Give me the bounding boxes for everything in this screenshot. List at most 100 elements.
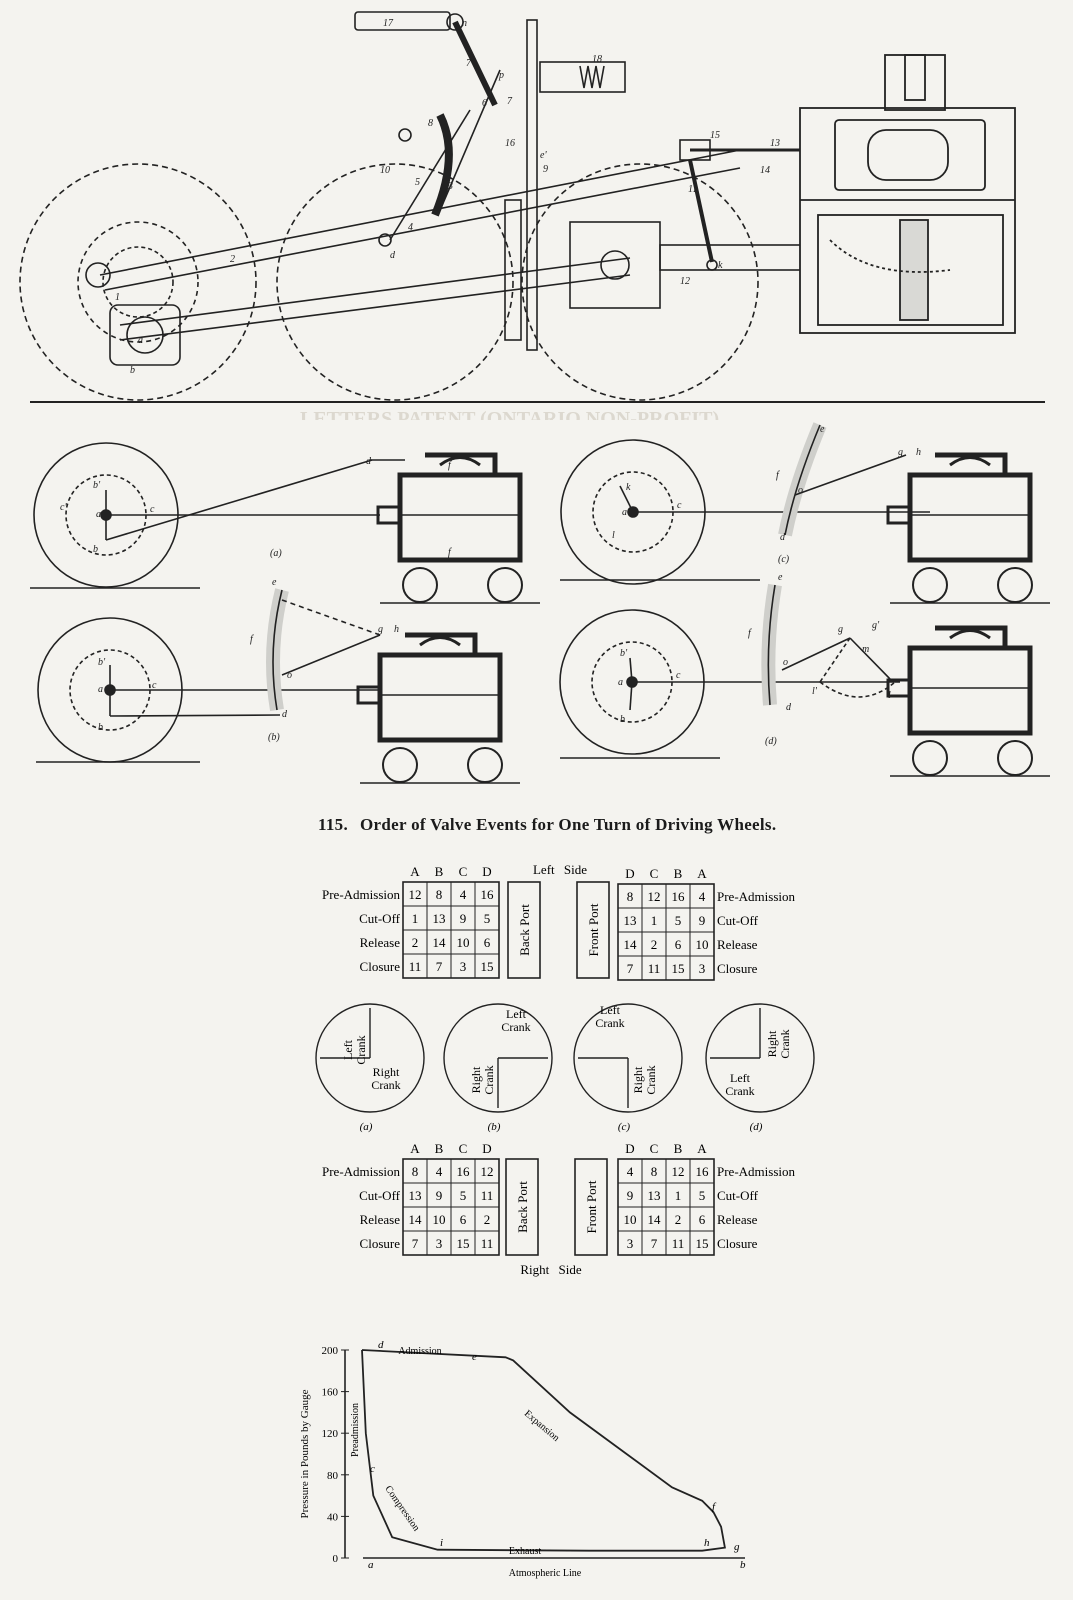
table-cell: 13 xyxy=(624,913,637,928)
row-label: Pre-Admission xyxy=(322,887,401,902)
column-header: A xyxy=(697,1141,707,1156)
back-port-label: Back Port xyxy=(515,1181,530,1233)
svg-text:e: e xyxy=(272,577,277,588)
svg-text:c: c xyxy=(152,680,157,691)
y-axis-label: Pressure in Pounds by Gauge xyxy=(299,1389,311,1518)
table-cell: 13 xyxy=(433,911,446,926)
left-crank-label: Crank xyxy=(354,1035,368,1064)
table-cell: 1 xyxy=(651,913,658,928)
column-header: C xyxy=(650,1141,659,1156)
curve-point-label: c xyxy=(370,1463,375,1475)
table-cell: 8 xyxy=(412,1164,419,1179)
svg-text:p: p xyxy=(498,70,504,81)
curve-point-label: g xyxy=(734,1541,740,1553)
table-cell: 12 xyxy=(672,1164,685,1179)
table-cell: 6 xyxy=(675,937,682,952)
column-header: B xyxy=(435,1141,444,1156)
table-cell: 5 xyxy=(484,911,491,926)
svg-text:16: 16 xyxy=(505,138,515,149)
row-label: Closure xyxy=(360,1236,401,1251)
table-cell: 3 xyxy=(460,959,467,974)
svg-text:h: h xyxy=(916,447,921,458)
table-cell: 2 xyxy=(484,1212,491,1227)
right-crank-label: Right xyxy=(631,1066,645,1093)
svg-text:l: l xyxy=(888,690,891,701)
table-cell: 15 xyxy=(696,1236,709,1251)
left-crank-label: Crank xyxy=(725,1084,754,1098)
svg-text:b': b' xyxy=(93,480,101,491)
table-cell: 10 xyxy=(457,935,470,950)
right-crank-label: Crank xyxy=(482,1065,496,1094)
left-crank-label: Crank xyxy=(501,1020,530,1034)
back-port-label: Back Port xyxy=(517,904,532,956)
svg-text:d: d xyxy=(390,250,396,261)
table-cell: 14 xyxy=(433,935,447,950)
table-cell: 3 xyxy=(699,961,706,976)
svg-text:c: c xyxy=(150,504,155,515)
table-cell: 10 xyxy=(696,937,709,952)
svg-text:b: b xyxy=(98,722,103,733)
valve-gear-drawing: 17 n 7 p 18 6 7 8 16 e' 15 13 10 5 9 14 … xyxy=(19,11,1045,420)
row-label: Cut-Off xyxy=(717,1188,759,1203)
y-tick-label: 120 xyxy=(322,1428,339,1440)
table-cell: 4 xyxy=(699,889,706,904)
table-cell: 16 xyxy=(481,887,495,902)
table-cell: 9 xyxy=(460,911,467,926)
svg-text:e: e xyxy=(820,424,825,435)
crank-caption: (b) xyxy=(488,1121,501,1133)
table-cell: 13 xyxy=(409,1188,422,1203)
section-number: 115. xyxy=(318,815,349,834)
column-header: D xyxy=(482,864,491,879)
svg-text:l': l' xyxy=(812,686,818,697)
svg-text:7: 7 xyxy=(466,58,472,69)
right-crank-label: Crank xyxy=(778,1029,792,1058)
svg-text:d: d xyxy=(780,532,786,543)
svg-text:o: o xyxy=(798,485,803,496)
left-crank-label: Left xyxy=(730,1071,751,1085)
svg-text:n: n xyxy=(462,18,467,29)
table-cell: 9 xyxy=(699,913,706,928)
svg-text:f: f xyxy=(448,460,452,471)
svg-text:2: 2 xyxy=(230,254,235,265)
caption-b: (b) xyxy=(268,732,280,743)
table-cell: 6 xyxy=(484,935,491,950)
crank-circle xyxy=(443,1003,553,1113)
diagram-b: ab'b cef odg h (b) xyxy=(36,577,520,783)
row-label: Release xyxy=(360,935,401,950)
svg-text:h: h xyxy=(394,624,399,635)
svg-text:14: 14 xyxy=(760,165,770,176)
curve-point-label: a xyxy=(368,1559,374,1571)
caption-a: (a) xyxy=(270,548,282,559)
table-cell: 16 xyxy=(457,1164,471,1179)
table-cell: 15 xyxy=(672,961,685,976)
column-header: B xyxy=(674,1141,683,1156)
row-label: Release xyxy=(717,1212,758,1227)
svg-text:9: 9 xyxy=(543,164,548,175)
table-cell: 14 xyxy=(409,1212,423,1227)
table-cell: 8 xyxy=(436,887,443,902)
front-port-label-box xyxy=(574,1158,608,1256)
svg-text:o: o xyxy=(783,657,788,668)
svg-text:d: d xyxy=(786,702,792,713)
table-cell: 16 xyxy=(696,1164,710,1179)
table-cell: 14 xyxy=(648,1212,662,1227)
table-cell: 7 xyxy=(412,1236,419,1251)
left-side-title: Left Side xyxy=(533,862,587,877)
right-crank-label: Crank xyxy=(644,1065,658,1094)
label-17: 17 xyxy=(383,18,394,29)
svg-text:c: c xyxy=(676,670,681,681)
crank-caption: (d) xyxy=(750,1121,763,1133)
column-header: A xyxy=(410,864,420,879)
y-tick-label: 40 xyxy=(327,1511,339,1523)
indicator-curve xyxy=(361,1349,726,1552)
y-tick-label: 200 xyxy=(322,1345,339,1357)
table-cell: 3 xyxy=(436,1236,443,1251)
svg-text:a: a xyxy=(618,677,623,688)
right-crank-label: Right xyxy=(469,1066,483,1093)
table-cell: 1 xyxy=(412,911,419,926)
svg-text:e': e' xyxy=(540,150,547,161)
svg-text:b': b' xyxy=(98,657,106,668)
y-tick-label: 80 xyxy=(327,1470,339,1482)
table-cell: 8 xyxy=(627,889,634,904)
column-header: A xyxy=(410,1141,420,1156)
